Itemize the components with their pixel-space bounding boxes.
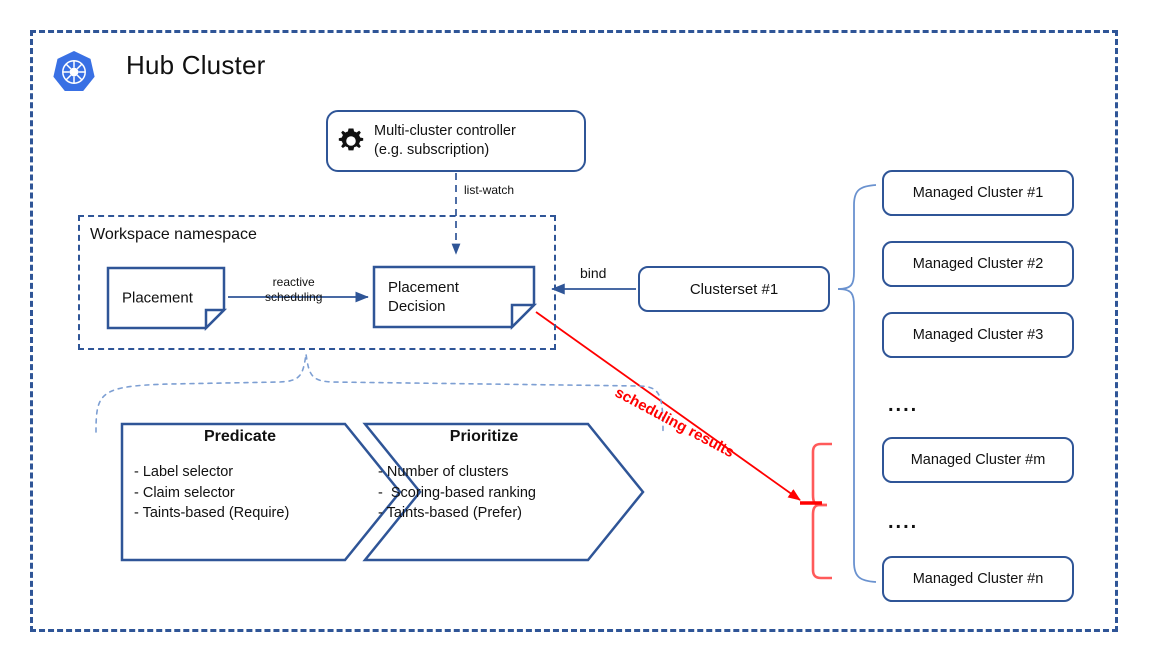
prioritize-items: - Number of clusters - Scoring-based ran… [378,464,536,522]
placement-decision-line2: Decision [388,298,446,315]
placement-decision-box[interactable]: Placement Decision [374,267,534,327]
multi-cluster-controller-box[interactable]: Multi-cluster controller (e.g. subscript… [326,110,586,172]
managed-cluster-2-box[interactable]: Managed Cluster #2 [882,241,1074,287]
placement-decision-line1: Placement [388,278,459,296]
managed-cluster-n-box[interactable]: Managed Cluster #n [882,556,1074,602]
hub-cluster-frame [30,30,1118,632]
reactive-scheduling-line2: scheduling [265,290,323,305]
managed-cluster-1-box[interactable]: Managed Cluster #1 [882,170,1074,216]
managed-cluster-m-box[interactable]: Managed Cluster #m [882,437,1074,483]
placement-box[interactable]: Placement [108,268,224,328]
predicate-items: - Label selector - Claim selector - Tain… [134,464,290,522]
controller-label-line2: (e.g. subscription) [374,142,490,158]
prioritize-content: Prioritize - Number of clusters - Scorin… [378,428,590,524]
gear-icon [328,126,374,156]
managed-cluster-3-box[interactable]: Managed Cluster #3 [882,312,1074,358]
predicate-content: Predicate - Label selector - Claim selec… [134,428,346,524]
workspace-namespace-box [78,215,556,350]
clusterset-box[interactable]: Clusterset #1 [638,266,830,312]
predicate-title: Predicate [203,428,277,445]
page-title: Hub Cluster [126,50,266,80]
prioritize-title: Prioritize [449,428,519,445]
workspace-namespace-label: Workspace namespace [90,226,257,243]
controller-label: Multi-cluster controller (e.g. subscript… [374,122,516,160]
controller-label-line1: Multi-cluster controller [374,122,516,139]
reactive-scheduling-label: reactive scheduling [265,275,322,306]
bind-label: bind [580,265,607,281]
placement-label: Placement [122,289,193,307]
ellipsis-lower: .... [888,511,919,533]
kubernetes-logo-icon [50,48,98,96]
placement-decision-label: Placement Decision [388,278,459,316]
ellipsis-upper: .... [888,394,919,416]
reactive-scheduling-line1: reactive [272,275,315,289]
list-watch-label: list-watch [464,183,515,197]
